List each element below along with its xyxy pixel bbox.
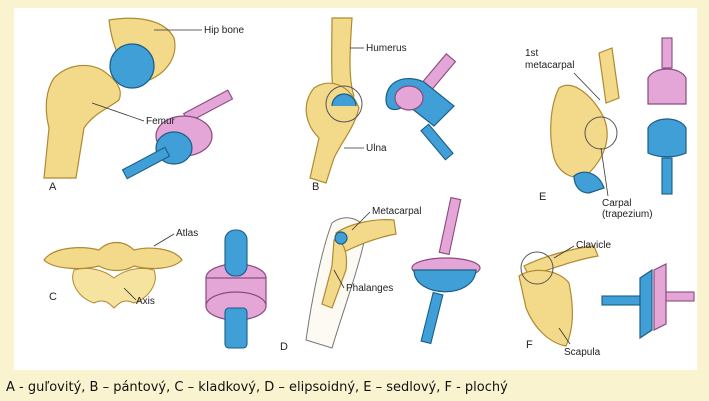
label-humerus: Humerus <box>366 43 407 54</box>
diagram-frame: Hip bone Femur A Humerus Ulna B 1st meta… <box>14 8 697 370</box>
model-e-saddle-top <box>648 69 686 104</box>
panel-letter-a: A <box>49 181 57 193</box>
model-f-rod-pink <box>666 292 694 301</box>
panel-e: 1st metacarpal Carpal (trapezium) E <box>525 38 686 220</box>
label-atlas: Atlas <box>176 228 198 239</box>
label-ulna: Ulna <box>366 143 387 154</box>
model-c-pivot-top <box>225 230 247 276</box>
model-f-rod-blue <box>602 296 640 305</box>
label-metacarpal-e: metacarpal <box>525 60 574 71</box>
femur-shape <box>44 65 120 178</box>
joint-types-diagram: Hip bone Femur A Humerus Ulna B 1st meta… <box>14 8 697 370</box>
panel-letter-d: D <box>280 341 288 353</box>
model-b-cylinder <box>395 86 423 110</box>
label-carpal: Carpal <box>602 198 631 209</box>
model-d-rod-blue <box>421 293 443 344</box>
label-clavicle: Clavicle <box>576 240 611 251</box>
figure-caption: A - guľovitý, B – pántový, C – kladkový,… <box>6 380 508 395</box>
label-1st: 1st <box>525 48 539 59</box>
metacarpal-e-shape <box>599 48 619 103</box>
model-e-rod-blue <box>662 158 672 194</box>
panel-letter-c: C <box>49 291 57 303</box>
model-f-plate-blue <box>640 270 652 338</box>
model-d-rod-pink <box>439 198 460 255</box>
model-b-rod-blue <box>421 124 453 160</box>
model-e-rod-pink <box>662 38 672 68</box>
label-axis: Axis <box>136 296 155 307</box>
model-f-plate-pink <box>654 264 666 330</box>
label-femur: Femur <box>146 116 176 127</box>
panel-b: Humerus Ulna B <box>306 18 455 193</box>
label-phalanges: Phalanges <box>346 283 393 294</box>
panel-letter-f: F <box>526 339 533 351</box>
trapezium-blue <box>574 172 604 193</box>
femoral-head <box>110 44 154 88</box>
panel-f: Clavicle Scapula F <box>519 240 694 358</box>
model-d-condyle <box>414 270 476 292</box>
leader-atlas <box>154 234 174 246</box>
label-scapula: Scapula <box>564 347 601 358</box>
panel-d: Metacarpal Phalanges D <box>280 198 480 353</box>
condyle-blue <box>335 232 347 244</box>
model-a-rod-blue <box>122 147 169 178</box>
label-trapezium: (trapezium) <box>602 209 653 220</box>
panel-letter-b: B <box>312 181 319 193</box>
panel-c: Atlas Axis C <box>44 228 266 348</box>
atlas-shape <box>44 243 182 271</box>
panel-letter-e: E <box>539 191 546 203</box>
model-c-pivot-bottom <box>225 308 247 348</box>
label-metacarpal-d: Metacarpal <box>372 206 421 217</box>
model-e-saddle-bottom <box>648 119 686 157</box>
panel-a: Hip bone Femur A <box>44 18 244 193</box>
label-hip-bone: Hip bone <box>204 25 244 36</box>
